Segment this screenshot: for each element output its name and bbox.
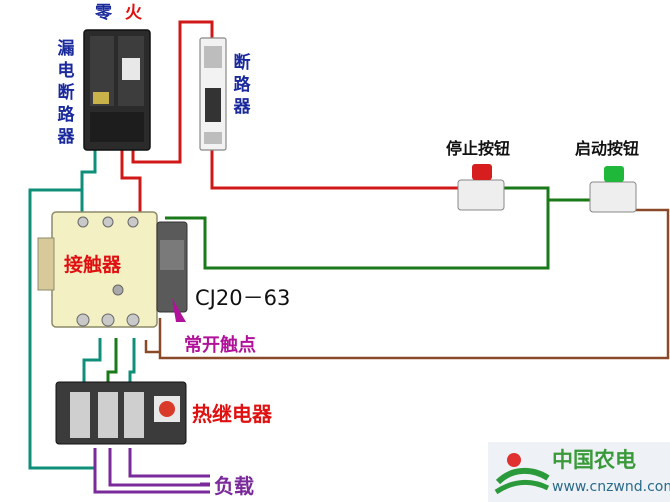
label-stop-button: 停止按钮 (446, 139, 511, 158)
wire-live-to-breaker (131, 20, 214, 164)
wire-stop-to-start (498, 186, 600, 202)
watermark-url: www.cnzwnd.com (552, 479, 670, 495)
wire-contactor-out-3 (128, 338, 136, 385)
no-contact-pointer-icon (172, 298, 186, 322)
label-start-button: 启动按钮 (575, 139, 640, 158)
label-leakage-breaker: 漏电断路器 (57, 39, 75, 147)
wire-breaker-to-stop (210, 150, 468, 190)
wire-no-contact-left (144, 340, 160, 354)
wire-live-to-contactor (120, 150, 142, 212)
label-neutral: 零 (95, 3, 112, 23)
leakage-breaker (83, 29, 151, 151)
wire-neutral-to-contactor (80, 150, 97, 212)
start-button[interactable] (589, 166, 637, 213)
label-thermal-relay: 热继电器 (192, 402, 272, 426)
label-breaker: 断路器 (233, 53, 251, 117)
label-load: 负载 (214, 474, 254, 498)
label-no-contact: 常开触点 (184, 335, 256, 356)
label-contactor: 接触器 (64, 254, 122, 276)
wire-load-1 (93, 448, 210, 494)
watermark-site-name: 中国农电 (552, 448, 636, 472)
watermark: 中国农电 www.cnzwnd.com (488, 442, 670, 502)
contactor-body (37, 211, 188, 328)
label-model: CJ20－63 (195, 286, 291, 310)
wire-contactor-out-1 (82, 338, 102, 385)
circuit-breaker (199, 37, 227, 151)
wire-contactor-out-2 (106, 338, 118, 385)
site-logo-icon (494, 453, 550, 495)
wire-load-3 (128, 448, 210, 478)
stop-button[interactable] (457, 164, 505, 211)
wire-neutral-return (28, 188, 95, 470)
thermal-relay (55, 381, 187, 445)
wire-start-to-coil (165, 200, 550, 270)
label-live: 火 (125, 3, 142, 23)
wire-load-2 (108, 448, 210, 487)
